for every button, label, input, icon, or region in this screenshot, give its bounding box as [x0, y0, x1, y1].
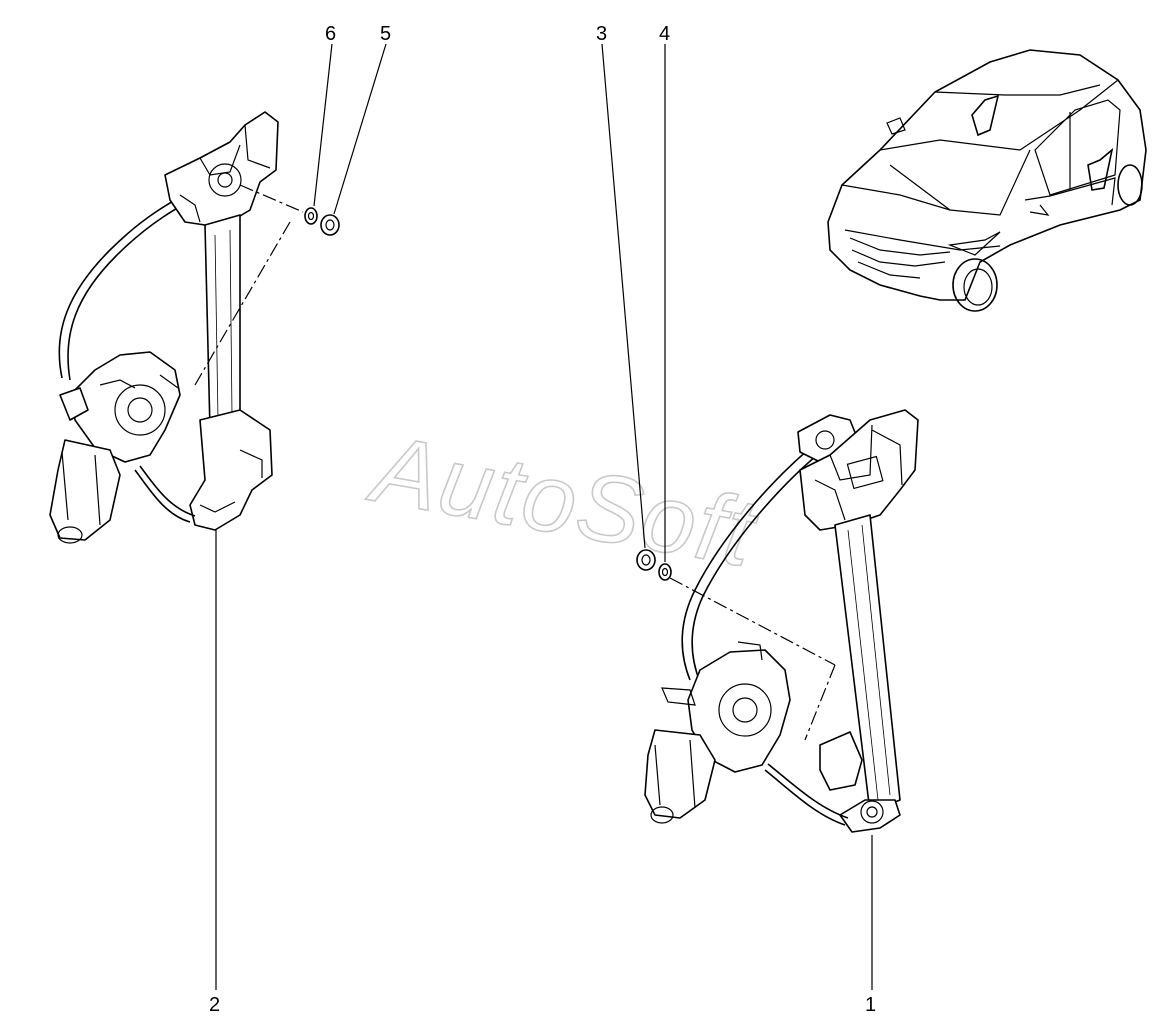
- callout-5: 5: [380, 23, 391, 45]
- small-parts: [304, 207, 672, 581]
- part-4-washer: [658, 563, 672, 581]
- part-3-nut: [636, 549, 656, 571]
- callout-2: 2: [209, 994, 220, 1016]
- callout-1: 1: [865, 994, 876, 1016]
- watermark: AutoSoft: [361, 414, 766, 589]
- part-5-nut: [320, 214, 340, 236]
- watermark-text: AutoSoft: [361, 414, 764, 587]
- car-thumbnail: [827, 49, 1147, 312]
- assembly-lines: [194, 184, 836, 741]
- callout-4: 4: [659, 23, 670, 45]
- callout-labels: 6 5 3 4 2 1: [209, 23, 876, 1016]
- regulator-right-assembly: [644, 409, 919, 833]
- callout-3: 3: [596, 23, 607, 45]
- regulator-left-assembly: [49, 111, 279, 544]
- leader-lines: [215, 43, 873, 990]
- callout-6: 6: [325, 23, 336, 45]
- part-6-washer: [304, 207, 318, 225]
